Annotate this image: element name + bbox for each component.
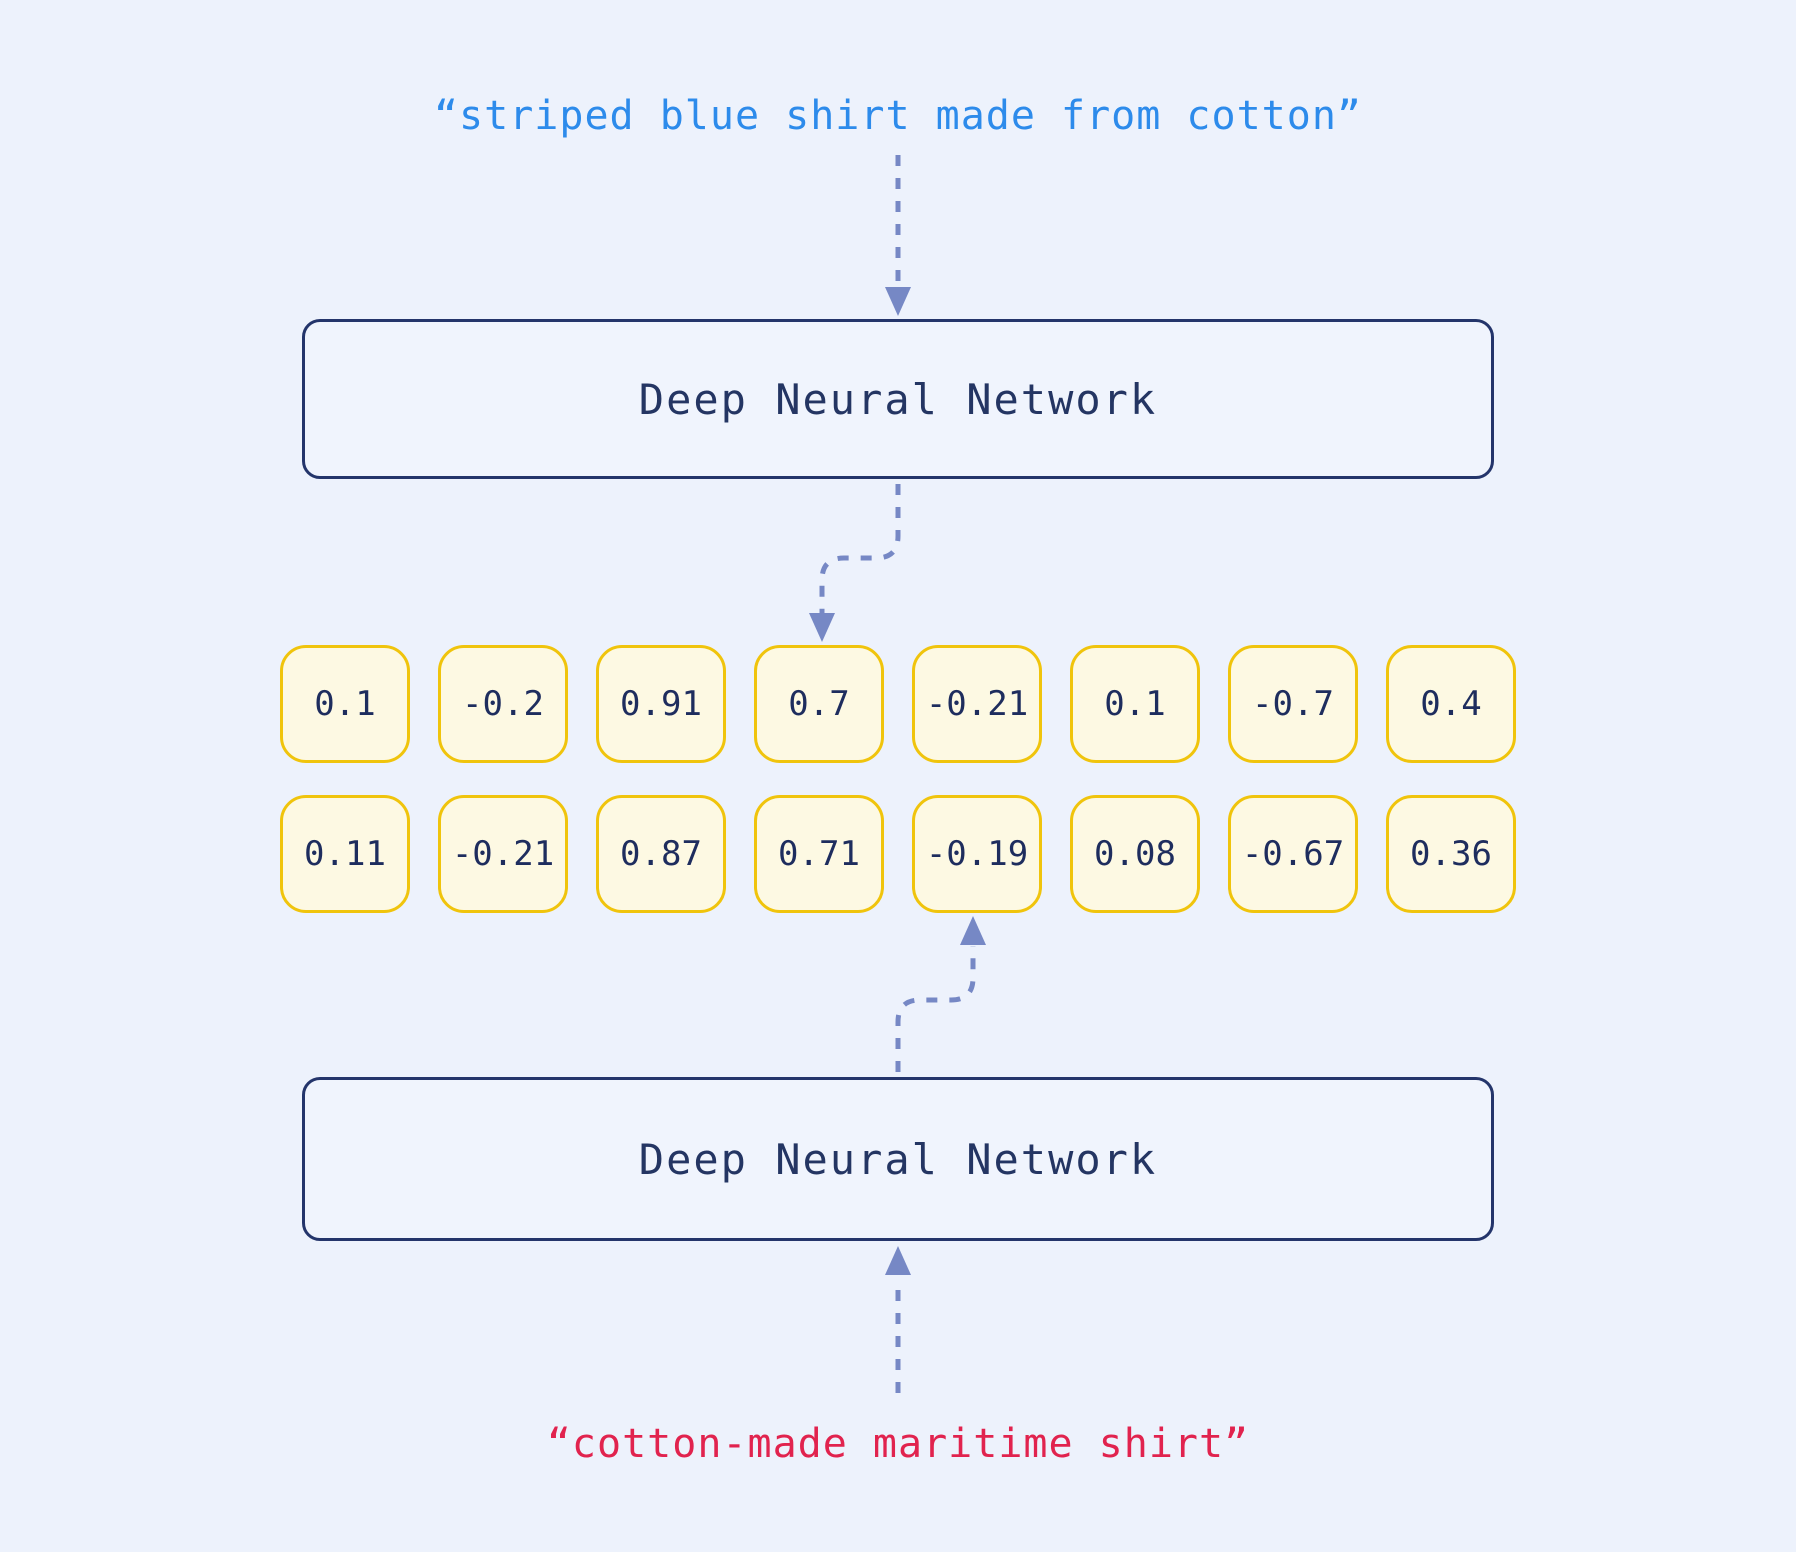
vector-cell: 0.11 — [280, 795, 410, 913]
vector-cell: 0.91 — [596, 645, 726, 763]
encoder-label-top: Deep Neural Network — [638, 374, 1158, 424]
vector-cell: 0.1 — [1070, 645, 1200, 763]
arrow-bottom-text-to-encoder-icon — [885, 1246, 911, 1393]
vector-cell: 0.08 — [1070, 795, 1200, 913]
vector-cell: -0.21 — [912, 645, 1042, 763]
vector-cell: -0.21 — [438, 795, 568, 913]
encoder-box-bottom: Deep Neural Network — [302, 1077, 1494, 1241]
encoder-box-top: Deep Neural Network — [302, 319, 1494, 479]
vector-cell: 0.71 — [754, 795, 884, 913]
vector-cell: -0.2 — [438, 645, 568, 763]
vector-cell: -0.67 — [1228, 795, 1358, 913]
vector-row-top: 0.1 -0.2 0.91 0.7 -0.21 0.1 -0.7 0.4 — [0, 645, 1796, 763]
encoder-label-bottom: Deep Neural Network — [638, 1134, 1158, 1184]
query-text-top: “striped blue shirt made from cotton” — [433, 93, 1363, 139]
vector-cell: 0.7 — [754, 645, 884, 763]
arrow-encoder-to-vector-bottom-icon — [895, 916, 986, 1072]
vector-cell: 0.1 — [280, 645, 410, 763]
vector-cell: 0.87 — [596, 795, 726, 913]
query-text-bottom: “cotton-made maritime shirt” — [546, 1421, 1250, 1467]
vector-cell: 0.36 — [1386, 795, 1516, 913]
vector-cell: -0.19 — [912, 795, 1042, 913]
vector-cell: -0.7 — [1228, 645, 1358, 763]
arrow-encoder-to-vector-top-icon — [809, 484, 901, 642]
vector-cell: 0.4 — [1386, 645, 1516, 763]
arrow-top-text-to-encoder-icon — [885, 155, 911, 316]
vector-row-bottom: 0.11 -0.21 0.87 0.71 -0.19 0.08 -0.67 0.… — [0, 795, 1796, 913]
